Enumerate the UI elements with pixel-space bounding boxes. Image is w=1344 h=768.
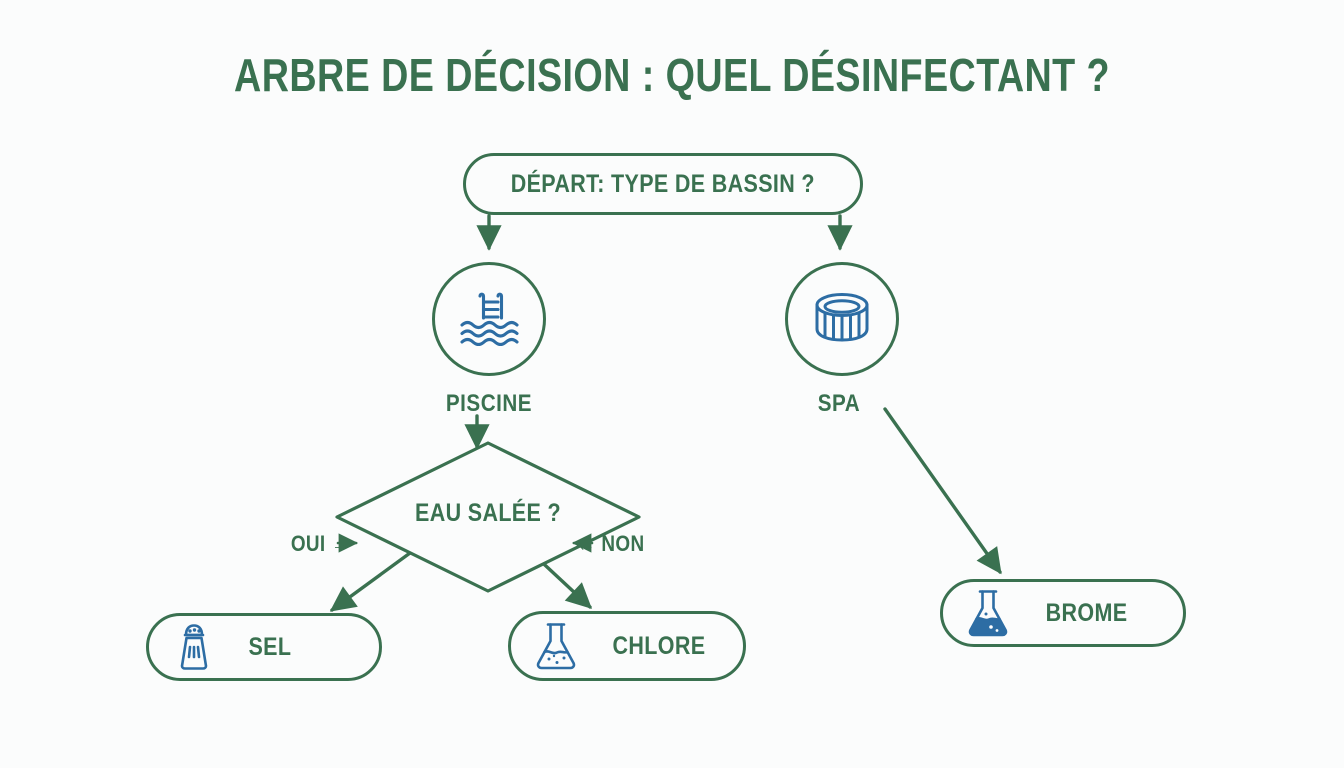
swimming-pool-icon	[460, 292, 519, 346]
flask-icon	[536, 623, 576, 670]
edge-decision-to-sel	[329, 551, 412, 612]
node-outcome-brome[interactable]: BROME	[940, 579, 1186, 647]
node-spa[interactable]	[785, 262, 899, 376]
flask-filled-icon	[968, 590, 1008, 637]
node-sel-label: SEL	[248, 632, 292, 661]
node-piscine[interactable]	[432, 262, 546, 376]
branch-label-non: ← NON	[576, 531, 645, 556]
node-root-question[interactable]: DÉPART: TYPE DE BASSIN ?	[463, 153, 863, 215]
salt-shaker-icon	[180, 624, 208, 670]
node-decision-eau-salee[interactable]: EAU SALÉE ?	[337, 443, 639, 591]
node-brome-label: BROME	[1045, 598, 1128, 627]
node-outcome-sel[interactable]: SEL	[146, 613, 382, 681]
node-decision-label: EAU SALÉE ?	[415, 499, 561, 527]
node-piscine-label: PISCINE	[445, 390, 533, 417]
page-title: ARBRE DE DÉCISION : QUEL DÉSINFECTANT ?	[234, 49, 1110, 101]
decision-diamond-shape	[335, 441, 641, 593]
edge-spa-to-brome	[883, 407, 1002, 575]
branch-label-oui: OUI →	[290, 531, 351, 556]
node-outcome-chlore[interactable]: CHLORE	[508, 611, 746, 681]
node-spa-label: SPA	[817, 390, 861, 417]
node-chlore-label: CHLORE	[612, 631, 706, 660]
hot-tub-icon	[815, 293, 869, 342]
node-root-label: DÉPART: TYPE DE BASSIN ?	[510, 169, 816, 198]
